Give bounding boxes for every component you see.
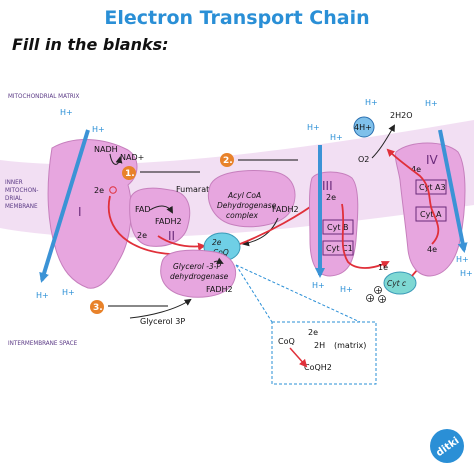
h-ion: H+ (330, 133, 343, 142)
h-ion: H+ (312, 281, 325, 290)
cyt-c1-box (322, 240, 354, 256)
blank-1-number: 1. (125, 169, 135, 179)
h-ion: H+ (36, 291, 49, 300)
glycerol-line-1: Glycerol -3-P (173, 262, 221, 271)
plus-charge-icon (366, 294, 374, 302)
complex-4-label: IV (426, 153, 439, 167)
complex-2-label: II (168, 229, 175, 243)
complex-2-2e: 2e (137, 231, 147, 240)
blank-3-badge (90, 300, 104, 314)
intermembrane-label: INTERMEMBRANE SPACE (8, 340, 78, 347)
cyt-c-name: Cyt c (387, 279, 407, 288)
acyl-line-3: complex (226, 211, 258, 220)
fumarate-label: Fumarate (176, 185, 214, 194)
fadh2-label: FADH2 (155, 217, 182, 226)
complex-3-label: III (322, 179, 333, 193)
complex-4-electron-arrow (386, 148, 440, 245)
complex-1-electron-icon (109, 186, 117, 194)
plus-charge-glyph: + (379, 295, 386, 304)
glycerol-line-2: dehydrogenase (170, 272, 229, 281)
oxygen-to-water-arrow (371, 124, 395, 159)
nadh-label: NADH (94, 145, 118, 154)
fad-cycle-arrow (149, 205, 173, 214)
h-ion: H+ (365, 98, 378, 107)
inset-reaction-arrow (289, 347, 308, 368)
four-h-ion (353, 116, 375, 138)
inner-membrane-label-1: INNER (5, 179, 23, 186)
inset-matrix: (matrix) (334, 341, 366, 350)
acyl-to-coq-arrow (242, 217, 279, 247)
glycerol-substrate-arrow (129, 298, 192, 319)
complex-1-2e: 2e (94, 186, 104, 195)
acyl-line-2: Dehydrogenase (217, 201, 277, 210)
complex-2 (129, 187, 191, 247)
nadh-to-nad-arrow (109, 153, 123, 165)
coq-2e: 2e (212, 238, 222, 247)
acyl-coa-complex (207, 170, 296, 228)
acyl-line-1: Acyl CoA (227, 191, 261, 200)
fad-label: FAD (135, 205, 151, 214)
page-title: Electron Transport Chain (104, 7, 369, 29)
complex-4-4e-top: 4e (411, 165, 421, 174)
plus-charge-glyph: + (375, 286, 382, 295)
plus-charge-glyph: + (367, 294, 374, 303)
cyt-c-carrier (383, 271, 417, 295)
inset-coq: CoQ (278, 337, 295, 346)
h-ion: H+ (62, 288, 75, 297)
nad-label: NAD+ (120, 153, 144, 162)
o2-label: O2 (358, 155, 369, 164)
complex-2-electron-arrow (157, 235, 206, 251)
h-ion: H+ (60, 108, 73, 117)
complex-4-4e-bottom: 4e (427, 245, 437, 254)
cyt-a3-label: Cyt A3 (419, 183, 446, 192)
complex-1-label: I (78, 205, 82, 219)
complex-3-electron-arrow (341, 203, 390, 269)
coq-name: CoQ (213, 248, 229, 257)
h-ion: H+ (425, 99, 438, 108)
inner-membrane-label-2: MITOCHON- (5, 187, 38, 194)
plus-charge-icon (374, 286, 382, 294)
coq-inset-box (271, 321, 377, 385)
inner-membrane-label-3: DRIAL (5, 195, 23, 202)
cyt-c-1e: 1e (378, 263, 388, 272)
glycerol-to-coq-arrow (213, 257, 224, 264)
cyt-c1-label: Cyt C1 (326, 244, 353, 253)
inset-leader-lines (235, 264, 361, 323)
cyt-a3-box (415, 179, 447, 195)
h-ion: H+ (307, 123, 320, 132)
h-ion: H+ (456, 255, 469, 264)
cyt-b-box (322, 219, 354, 235)
acyl-fadh2: FADH2 (272, 205, 299, 214)
blank-1-badge (122, 166, 136, 180)
complex-1-proton-arrow (39, 129, 90, 283)
inset-2h: 2H (314, 341, 325, 350)
inner-membrane-label-4: MEMBRANE (5, 203, 38, 210)
cyt-a-label: Cyt A (420, 210, 442, 219)
h-ion: H+ (460, 269, 473, 278)
water-label: 2H2O (390, 111, 413, 120)
complex-4-proton-arrow (438, 129, 468, 253)
blank-2-number: 2. (223, 156, 233, 166)
cyt-b-label: Cyt B (327, 223, 349, 232)
four-h-label: 4H+ (354, 123, 372, 132)
blank-2-badge (220, 153, 234, 167)
inset-2e: 2e (308, 328, 318, 337)
plus-charge-icon (378, 295, 386, 303)
complex-3-2e: 2e (326, 193, 336, 202)
blank-3-number: 3. (93, 303, 103, 313)
h-ion: H+ (340, 285, 353, 294)
page-subtitle: Fill in the blanks: (12, 35, 169, 54)
glycerol-fadh2: FADH2 (206, 285, 233, 294)
inset-coqh2: CoQH2 (304, 363, 332, 372)
ditki-logo (430, 429, 464, 463)
h-ion: H+ (92, 125, 105, 134)
matrix-label: MITOCHONDRIAL MATRIX (8, 93, 80, 100)
glycerol-substrate: Glycerol 3P (140, 317, 185, 326)
